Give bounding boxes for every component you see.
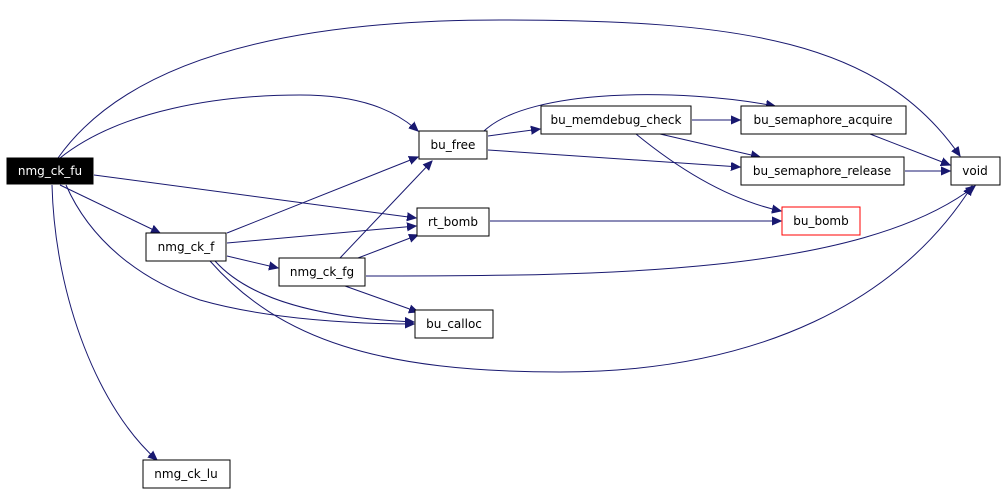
node-nmg_ck_lu[interactable]: nmg_ck_lu — [142, 459, 231, 489]
node-label: nmg_ck_fu — [18, 164, 82, 178]
edge-nmg_ck_f-bu_calloc — [214, 260, 414, 322]
edge-bu_free-bu_semaphore_acquire — [483, 94, 775, 132]
edge-nmg_ck_fg-bu_calloc — [344, 285, 418, 312]
node-label: bu_semaphore_release — [753, 164, 891, 178]
node-bu_semaphore_acquire[interactable]: bu_semaphore_acquire — [740, 105, 907, 135]
edge-nmg_ck_fg-bu_free — [339, 161, 432, 259]
edge-bu_memdebug_check-bu_bomb — [635, 133, 781, 211]
node-nmg_ck_fg[interactable]: nmg_ck_fg — [278, 257, 366, 287]
edge-nmg_ck_f-bu_free — [226, 157, 418, 234]
node-label: bu_calloc — [426, 317, 482, 331]
node-label: nmg_ck_fg — [290, 265, 354, 279]
edges — [51, 19, 975, 460]
node-label: bu_free — [431, 138, 476, 152]
edge-nmg_ck_f-void — [209, 186, 972, 373]
node-label: rt_bomb — [428, 215, 478, 229]
edge-bu_semaphore_acquire-void — [869, 133, 950, 165]
edge-nmg_ck_fu-nmg_ck_f — [59, 184, 160, 233]
node-bu_bomb[interactable]: bu_bomb — [781, 206, 861, 236]
edge-bu_memdebug_check-bu_semaphore_release — [659, 133, 760, 157]
edge-nmg_ck_fu-bu_free — [59, 94, 418, 159]
node-rt_bomb[interactable]: rt_bomb — [416, 207, 490, 237]
node-bu_memdebug_check[interactable]: bu_memdebug_check — [540, 105, 692, 135]
node-nmg_ck_fu[interactable]: nmg_ck_fu — [6, 157, 94, 185]
node-label: bu_semaphore_acquire — [753, 113, 892, 127]
edge-bu_free-bu_memdebug_check — [487, 129, 540, 137]
node-label: bu_bomb — [793, 214, 849, 228]
node-bu_calloc[interactable]: bu_calloc — [414, 309, 494, 339]
node-label: void — [962, 164, 987, 178]
edge-nmg_ck_fu-rt_bomb — [93, 174, 416, 218]
edge-bu_free-bu_semaphore_release — [487, 149, 740, 167]
node-nmg_ck_f[interactable]: nmg_ck_f — [145, 232, 227, 262]
edge-nmg_ck_f-nmg_ck_fg — [226, 255, 278, 268]
edge-nmg_ck_fg-rt_bomb — [357, 235, 418, 259]
node-bu_semaphore_release[interactable]: bu_semaphore_release — [740, 156, 905, 186]
edge-nmg_ck_fg-void — [365, 186, 975, 277]
edge-nmg_ck_fu-bu_calloc — [65, 184, 414, 324]
node-label: bu_memdebug_check — [551, 113, 682, 127]
edge-nmg_ck_fu-nmg_ck_lu — [51, 184, 157, 460]
node-label: nmg_ck_lu — [154, 467, 217, 481]
node-bu_free[interactable]: bu_free — [418, 130, 488, 160]
edge-nmg_ck_f-rt_bomb — [226, 226, 416, 244]
node-label: nmg_ck_f — [158, 240, 215, 254]
node-void[interactable]: void — [950, 156, 1001, 186]
edge-nmg_ck_fu-void — [57, 19, 960, 159]
